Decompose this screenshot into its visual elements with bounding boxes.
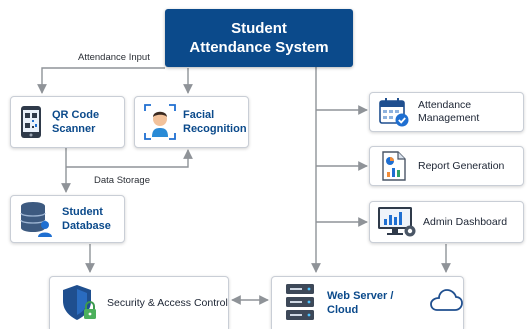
database-label-line2: Database	[62, 220, 111, 232]
edge-label-attendance-input: Attendance Input	[78, 52, 150, 63]
qr-phone-icon	[21, 106, 41, 138]
qr-label-line1: QR Code	[52, 109, 100, 121]
attendance-management-node[interactable]: Attendance Management	[369, 92, 524, 132]
attendance-label-line1: Attendance	[418, 99, 472, 111]
system-title-line2: Attendance System	[189, 39, 329, 56]
edge-title-to-inputs	[37, 67, 165, 94]
student-database-node[interactable]: Student Database	[10, 195, 125, 243]
report-generation-node[interactable]: Report Generation	[369, 146, 524, 186]
admin-dashboard-node[interactable]: Admin Dashboard	[369, 201, 524, 243]
report-label: Report Generation	[418, 159, 505, 172]
security-label: Security & Access Control	[107, 296, 228, 309]
webserver-label: Web Server / Cloud	[327, 290, 394, 316]
qr-code-scanner-node[interactable]: QR Code Scanner	[10, 96, 125, 148]
edge-storage-to-facial	[66, 149, 193, 168]
face-scan-icon	[144, 104, 176, 140]
server-cloud-icon	[286, 284, 314, 320]
attendance-label-line2: Management	[418, 112, 480, 124]
qr-label-line2: Scanner	[52, 123, 96, 135]
system-title: Student Attendance System	[165, 9, 353, 67]
calendar-check-icon	[379, 98, 409, 127]
database-user-icon	[20, 202, 52, 237]
dashboard-monitor-icon	[378, 207, 416, 237]
edge-label-data-storage: Data Storage	[94, 175, 150, 186]
database-label-line1: Student	[62, 206, 103, 218]
cloud-icon	[430, 289, 463, 311]
report-chart-icon	[382, 151, 406, 181]
facial-label-line2: Recognition	[183, 123, 247, 135]
shield-lock-icon	[63, 285, 96, 320]
system-title-line1: Student	[231, 20, 287, 37]
security-access-control-node[interactable]: Security & Access Control	[49, 276, 229, 329]
facial-label-line1: Facial	[183, 109, 215, 121]
admin-label: Admin Dashboard	[423, 215, 508, 228]
facial-recognition-node[interactable]: Facial Recognition	[134, 96, 249, 148]
web-server-cloud-node[interactable]: Web Server / Cloud	[271, 276, 464, 329]
